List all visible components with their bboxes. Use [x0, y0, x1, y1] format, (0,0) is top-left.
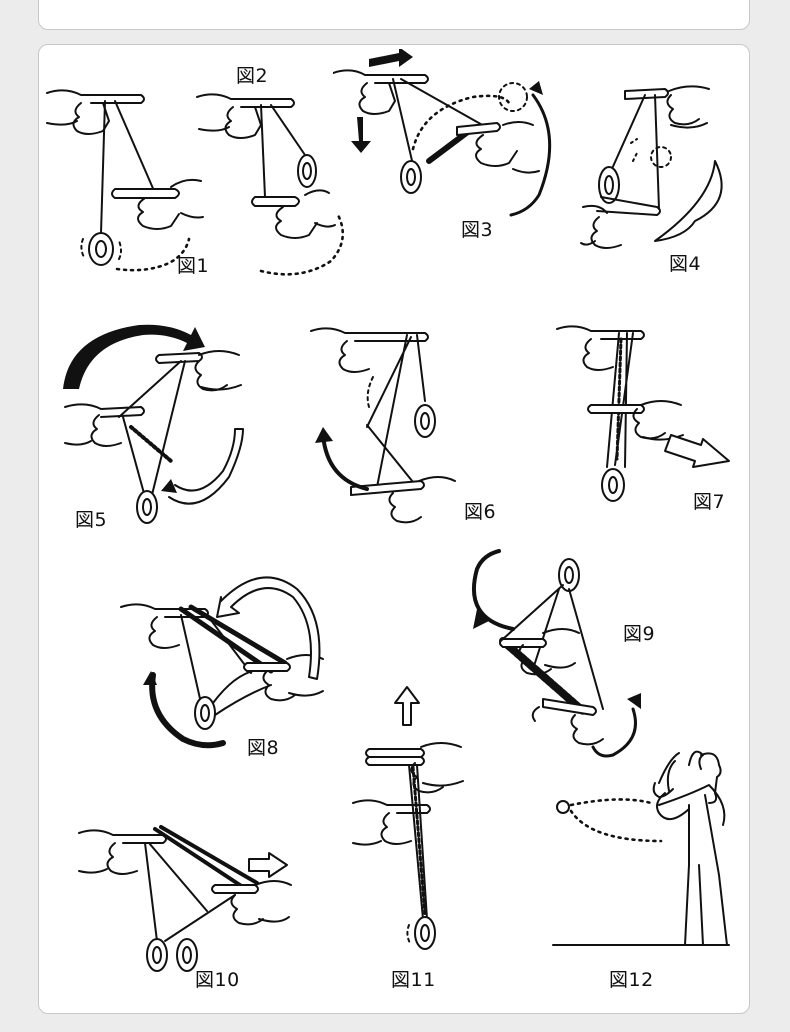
figure-1-label: 図1 — [177, 255, 210, 277]
figure-6-label: 図6 — [464, 501, 497, 523]
diagram-card: 図1 図2 図3 — [38, 44, 750, 1014]
figure-5-label: 図5 — [75, 509, 108, 531]
figure-11-illustration — [352, 686, 464, 950]
figure-5-illustration — [63, 324, 244, 524]
figure-9-illustration — [471, 549, 641, 758]
figure-10-label: 図10 — [195, 969, 240, 991]
figure-3-illustration — [333, 49, 552, 217]
figure-7-label: 図7 — [693, 491, 726, 513]
figure-8-illustration — [120, 576, 324, 749]
figure-2-label: 図2 — [236, 65, 269, 87]
figure-12-label: 図12 — [609, 969, 654, 991]
figure-4-label: 図4 — [669, 253, 702, 275]
figure-8-label: 図8 — [247, 737, 280, 759]
figure-11-label: 図11 — [391, 969, 436, 991]
figure-1-illustration — [46, 89, 204, 272]
previous-card — [38, 0, 750, 30]
figure-2-illustration — [196, 93, 345, 276]
figure-10-illustration — [78, 825, 292, 972]
figure-3-label: 図3 — [461, 219, 494, 241]
figure-7-illustration — [556, 325, 730, 502]
figure-9-label: 図9 — [623, 623, 656, 645]
figure-4-illustration — [580, 85, 723, 249]
figure-12-illustration — [552, 750, 730, 946]
figure-6-illustration — [310, 327, 456, 524]
